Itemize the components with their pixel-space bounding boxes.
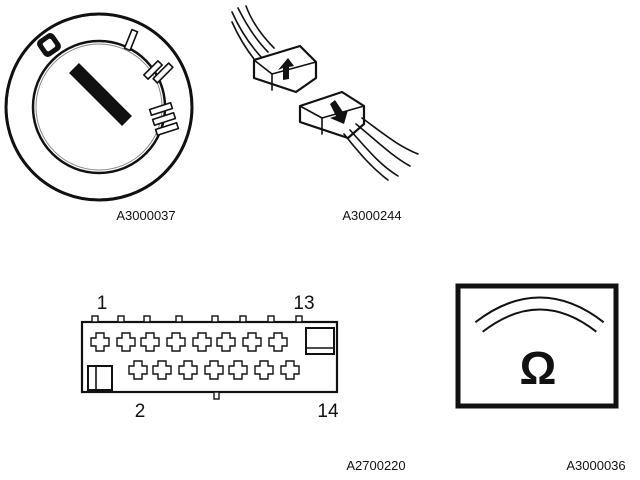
- pin-terminal: [242, 332, 262, 352]
- pin-terminal: [140, 332, 160, 352]
- figure-code-a3000036: A3000036: [566, 458, 625, 473]
- pin-label-13: 13: [293, 293, 314, 314]
- pin-terminal: [254, 360, 274, 380]
- pin-grid: [90, 332, 300, 380]
- figure-code-a2700220: A2700220: [346, 458, 405, 473]
- pin-terminal: [204, 360, 224, 380]
- pin-terminal: [192, 332, 212, 352]
- pin-terminal: [152, 360, 172, 380]
- figure-code-a3000037: A3000037: [116, 208, 175, 223]
- pin-terminal: [228, 360, 248, 380]
- pin-terminal: [90, 332, 110, 352]
- ohm-symbol: Ω: [520, 342, 557, 394]
- pin-terminal: [128, 360, 148, 380]
- pin-label-2: 2: [135, 401, 146, 422]
- pin-terminal: [280, 360, 300, 380]
- pin-label-14: 14: [317, 401, 339, 422]
- pin-terminal: [216, 332, 236, 352]
- pin-terminal: [116, 332, 136, 352]
- pin-label-1: 1: [97, 293, 108, 314]
- connector-separate-icon: [231, 5, 419, 181]
- ohmmeter-icon: [455, 283, 619, 409]
- ignition-switch-icon: [4, 12, 194, 202]
- figure-code-a3000244: A3000244: [342, 208, 401, 223]
- connector-pinout-diagram: [80, 315, 339, 400]
- pin-terminal: [166, 332, 186, 352]
- pin-terminal: [268, 332, 288, 352]
- pin-terminal: [178, 360, 198, 380]
